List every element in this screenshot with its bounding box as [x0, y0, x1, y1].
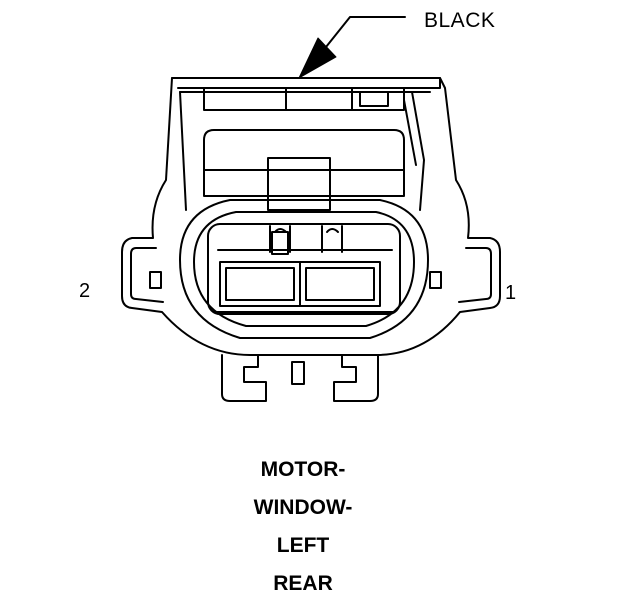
- left-latch-slot: [149, 271, 162, 289]
- wire-color-label: BLACK: [424, 9, 496, 32]
- terminal-cavity: [207, 223, 401, 315]
- leader-arrow-icon: [298, 16, 406, 79]
- bottom-latch-center: [291, 361, 305, 385]
- upper-latch-tab: [359, 91, 389, 107]
- center-post-right: [321, 225, 343, 253]
- caption-line: LEFT: [276, 534, 330, 557]
- pin-number-right: 1: [505, 282, 517, 304]
- polarizing-key: [271, 231, 289, 255]
- caption-line: REAR: [273, 572, 333, 595]
- left-ear-outline: [130, 247, 164, 303]
- cavity-arch-outer: [179, 199, 429, 339]
- caption-line: WINDOW-: [253, 496, 353, 519]
- lock-cover: [203, 129, 405, 197]
- lock-cover-inner: [267, 157, 331, 211]
- connector-caption: MOTOR- WINDOW- LEFT REAR: [0, 451, 606, 600]
- right-latch-slot: [429, 271, 442, 289]
- terminal-pin-1: [299, 261, 381, 307]
- right-rail-inner: [403, 99, 417, 166]
- top-rim: [171, 77, 441, 89]
- right-ear-outline: [458, 247, 492, 303]
- bottom-latch-right: [333, 354, 379, 402]
- left-rail: [179, 91, 187, 211]
- connector-housing-outline: [121, 77, 501, 356]
- terminal-pin-1-inner: [305, 267, 375, 301]
- right-rail: [411, 91, 425, 211]
- terminal-pin-2-inner: [225, 267, 295, 301]
- caption-line: MOTOR-: [260, 458, 346, 481]
- bottom-latch: [221, 354, 267, 402]
- pin-number-left: 2: [79, 280, 91, 302]
